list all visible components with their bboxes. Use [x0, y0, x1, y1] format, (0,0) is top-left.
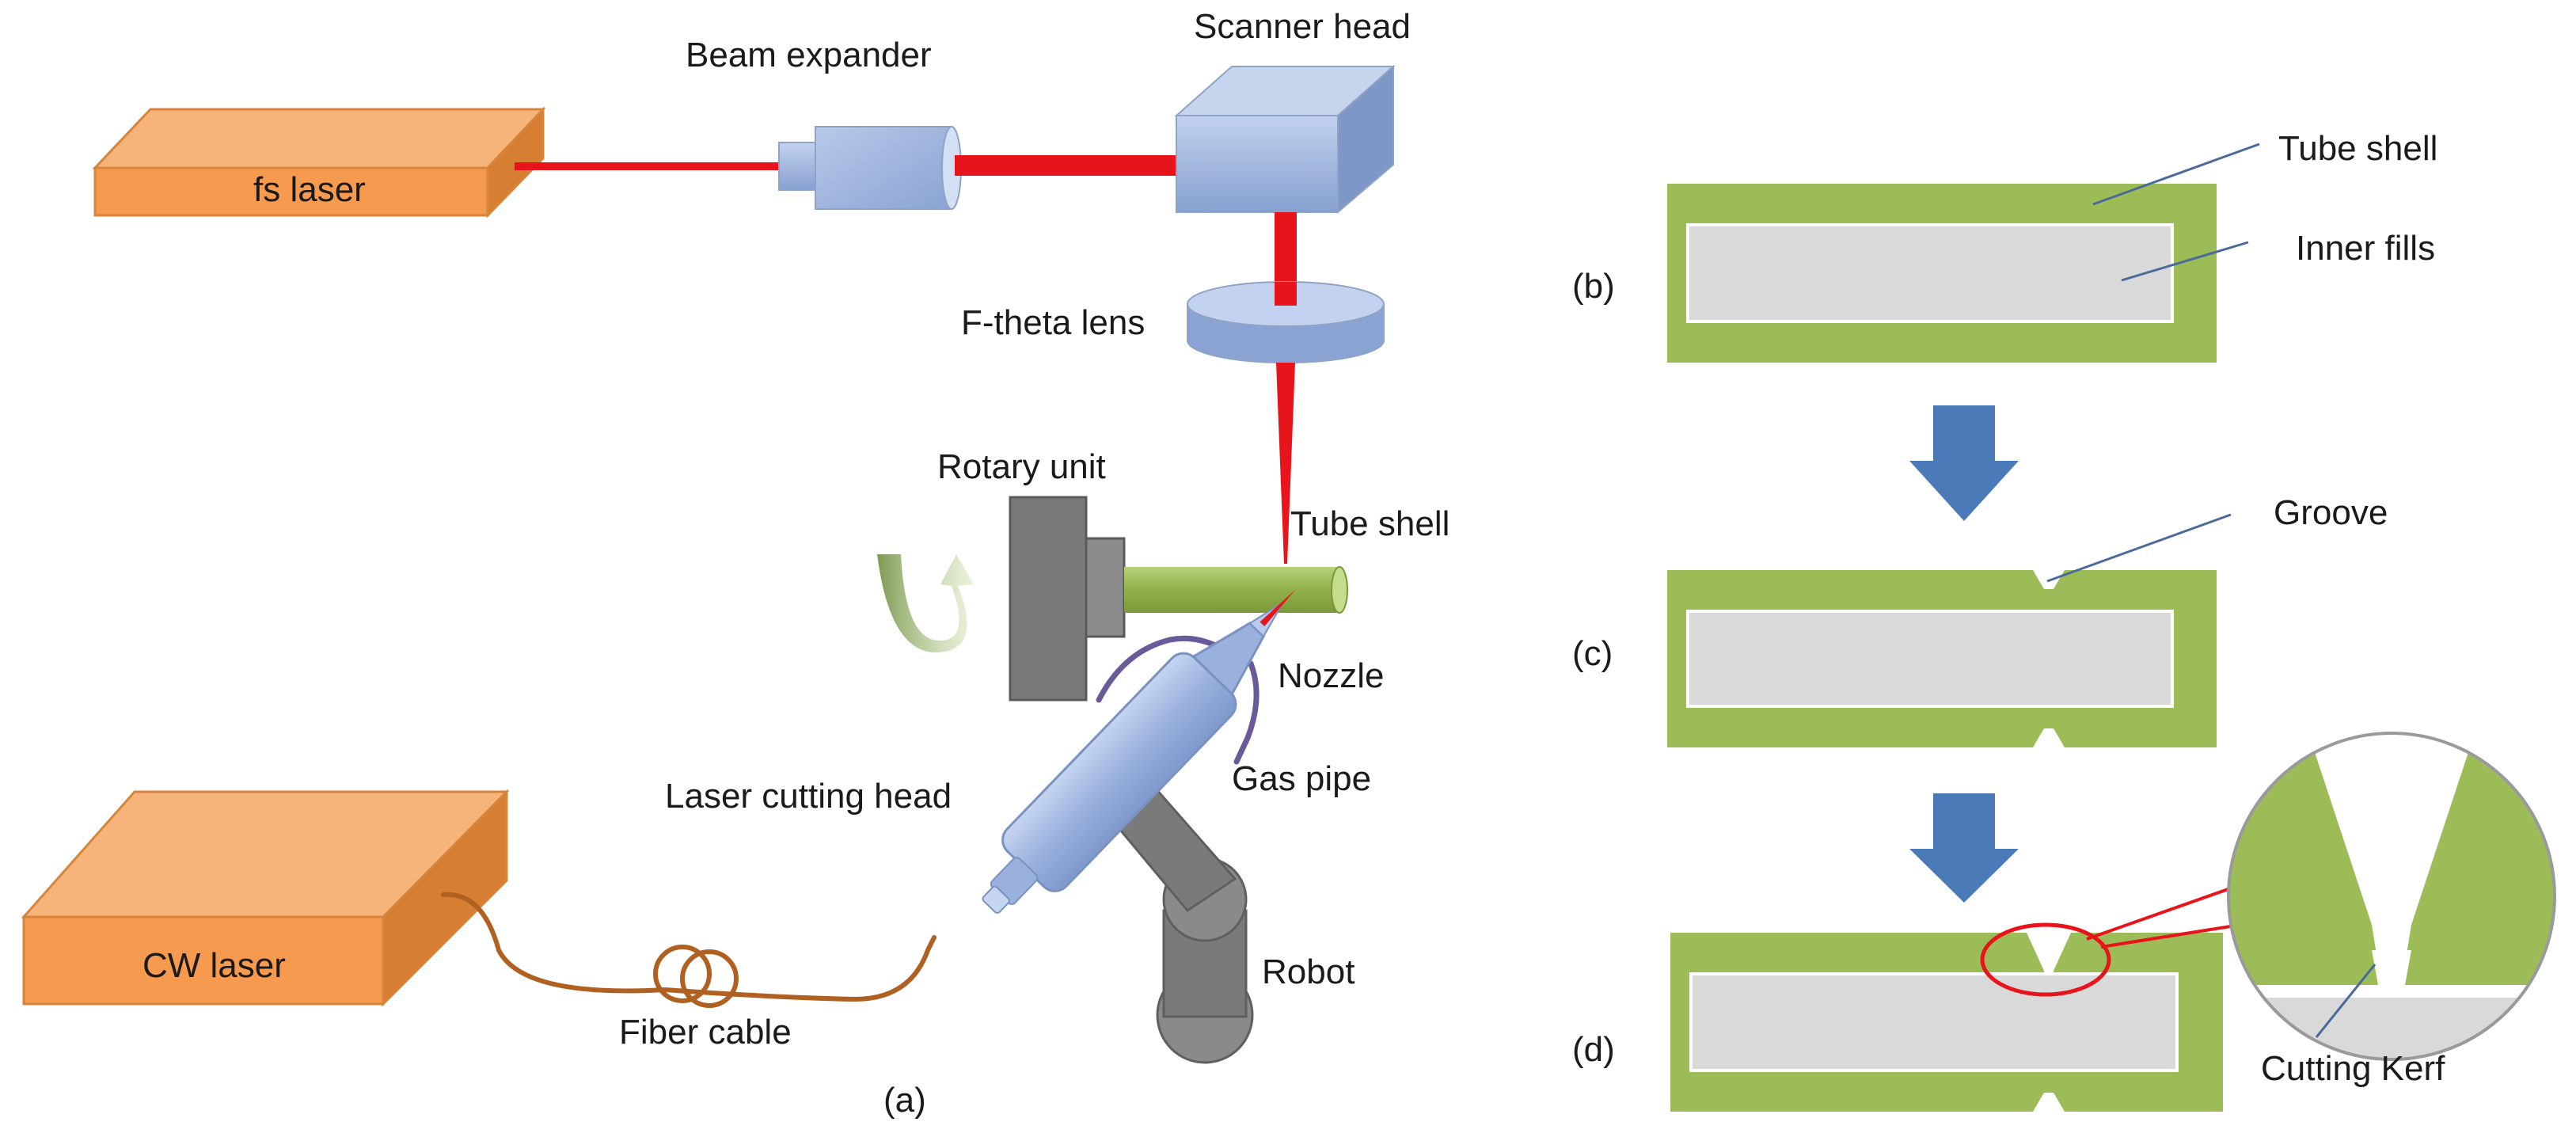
laser-beam-expanded: [955, 155, 1178, 176]
scanner-head: [1174, 64, 1396, 215]
fs-laser-box: fs laser: [92, 106, 546, 219]
laser-beam-through-lens: [1275, 282, 1297, 306]
laser-cutting-head-label: Laser cutting head: [665, 777, 952, 816]
gas-pipe-label: Gas pipe: [1232, 759, 1371, 798]
cutting-kerf-label: Cutting Kerf: [2261, 1049, 2445, 1088]
panel-d-label: (d): [1572, 1030, 1615, 1069]
panel-b-label: (b): [1572, 267, 1615, 306]
beam-expander-label: Beam expander: [686, 36, 932, 74]
rotation-arrow-icon: [877, 554, 974, 653]
f-theta-lens-label: F-theta lens: [961, 303, 1145, 342]
cw-laser-box: CW laser: [21, 789, 510, 1007]
cw-laser-label: CW laser: [142, 946, 286, 985]
inner-fills-label: Inner fills: [2296, 229, 2435, 268]
zoom-leader-lower: [2100, 923, 2241, 949]
fiber-cable-label: Fiber cable: [619, 1013, 792, 1051]
zoom-leader-upper: [2086, 880, 2249, 941]
panel-c-label: (c): [1572, 634, 1613, 673]
fs-laser-label: fs laser: [253, 170, 366, 209]
groove-label: Groove: [2274, 493, 2388, 532]
nozzle-label: Nozzle: [1278, 656, 1385, 695]
tube-shell: [1124, 566, 1348, 614]
groove-leader: [2046, 513, 2232, 583]
panel-a-label: (a): [883, 1081, 926, 1120]
laser-cutting-head: [982, 590, 1296, 915]
down-arrow-icon: [1909, 405, 2019, 521]
kerf-zoom-view: [2227, 732, 2556, 1061]
inner-fills-leader: [2121, 241, 2249, 282]
focused-laser-beam: [1276, 363, 1295, 564]
panel-d-tube-section: [1670, 933, 2223, 1112]
beam-expander: [778, 126, 962, 210]
robot-arm: [1106, 787, 1254, 1064]
rotary-unit-label: Rotary unit: [937, 447, 1106, 486]
panel-c-tube-section: [1667, 570, 2217, 747]
cutting-kerf-leader: [2315, 964, 2377, 1038]
down-arrow-icon: [1909, 793, 2019, 903]
tube-shell-label-b: Tube shell: [2278, 129, 2437, 168]
fiber-cable: [441, 892, 937, 1008]
panel-b-tube-section: [1667, 184, 2217, 363]
robot-label: Robot: [1262, 953, 1354, 991]
scanner-head-label: Scanner head: [1194, 7, 1411, 46]
tube-shell-leader: [2092, 143, 2260, 206]
kerf-highlight-circle: [1980, 922, 2111, 997]
tube-shell-label-a: Tube shell: [1290, 504, 1449, 543]
rotary-unit: [1009, 496, 1126, 702]
